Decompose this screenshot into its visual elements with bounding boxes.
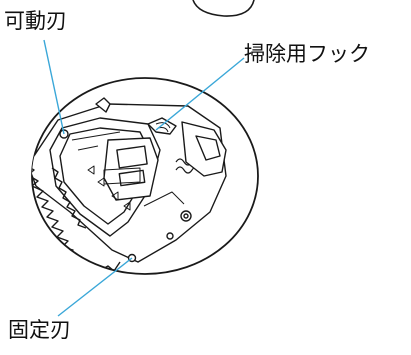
cleaning-hook <box>147 117 177 135</box>
label-cleaning-hook: 掃除用フック <box>244 42 370 66</box>
leader-cleaning-hook <box>155 57 245 131</box>
label-movable-blade: 可動刃 <box>4 9 67 33</box>
screw <box>166 232 174 240</box>
leader-fixed-blade <box>57 257 133 317</box>
top-arc-fragment <box>192 0 255 17</box>
leader-movable-blade <box>43 39 65 135</box>
arrow-marks <box>87 165 131 211</box>
label-fixed-blade: 固定刃 <box>8 318 71 342</box>
screw <box>59 129 69 139</box>
screw <box>180 210 192 222</box>
right-housing <box>181 121 227 177</box>
